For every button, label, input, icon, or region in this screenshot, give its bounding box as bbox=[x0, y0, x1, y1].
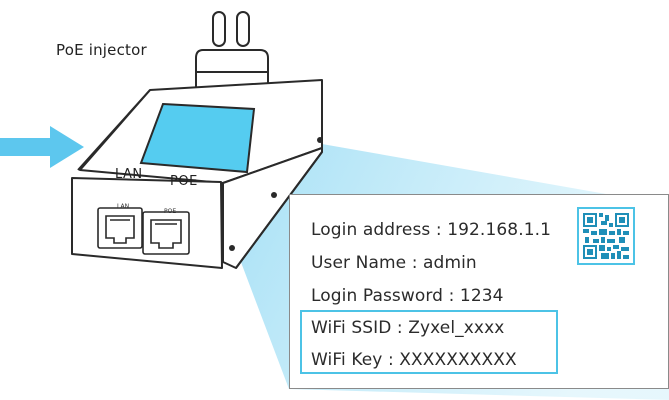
user-name: User Name : admin bbox=[311, 253, 477, 273]
lan-port bbox=[97, 207, 143, 249]
lan-label: LAN bbox=[115, 167, 143, 182]
wifi-highlight-box bbox=[300, 310, 558, 374]
label-card: Login address : 192.168.1.1 User Name : … bbox=[289, 194, 669, 389]
lan-port-label: LAN bbox=[117, 203, 130, 210]
wifi-ssid: WiFi SSID : Zyxel_xxxx bbox=[311, 318, 505, 338]
top-sticker bbox=[139, 102, 256, 174]
login-address: Login address : 192.168.1.1 bbox=[311, 220, 552, 240]
device-caption: PoE injector bbox=[56, 41, 147, 59]
login-password: Login Password : 1234 bbox=[311, 286, 504, 306]
wifi-key: WiFi Key : XXXXXXXXXX bbox=[311, 350, 517, 370]
poe-label: POE bbox=[170, 174, 198, 189]
arrow-icon bbox=[0, 126, 84, 168]
poe-port-label: POE bbox=[164, 208, 177, 215]
poe-port bbox=[142, 211, 190, 255]
qr-code-icon bbox=[577, 207, 635, 265]
